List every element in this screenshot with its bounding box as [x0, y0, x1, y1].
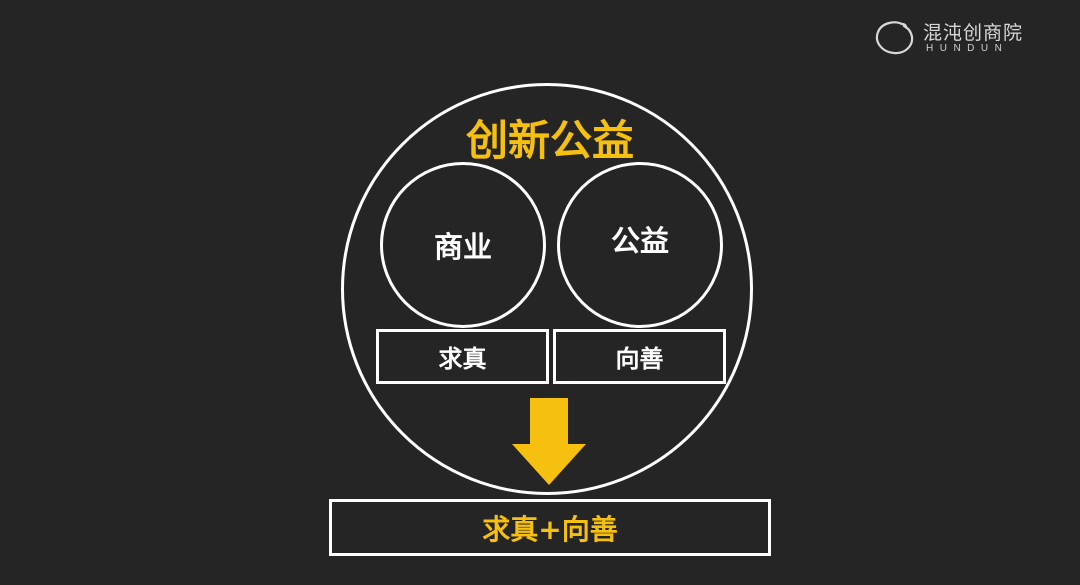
- brand-name-cn: 混沌创商院: [923, 22, 1024, 44]
- box-seek-truth: 求真: [376, 329, 549, 384]
- circle-public-welfare-label: 公益: [610, 224, 669, 258]
- circle-business: 商业: [380, 162, 546, 328]
- down-arrow-icon: [512, 398, 586, 485]
- circle-business-label: 商业: [433, 230, 492, 264]
- enso-circle-icon: [875, 21, 914, 55]
- brand-name-en: HUNDUN: [926, 43, 1009, 54]
- brand-logo: 混沌创商院 HUNDUN: [874, 18, 1064, 60]
- diagram-title: 创新公益: [465, 116, 634, 165]
- circle-public-welfare: 公益: [557, 162, 723, 328]
- box-toward-goodness: 向善: [553, 329, 726, 384]
- outer-circle: [341, 83, 753, 495]
- result-box: 求真+向善: [329, 499, 771, 556]
